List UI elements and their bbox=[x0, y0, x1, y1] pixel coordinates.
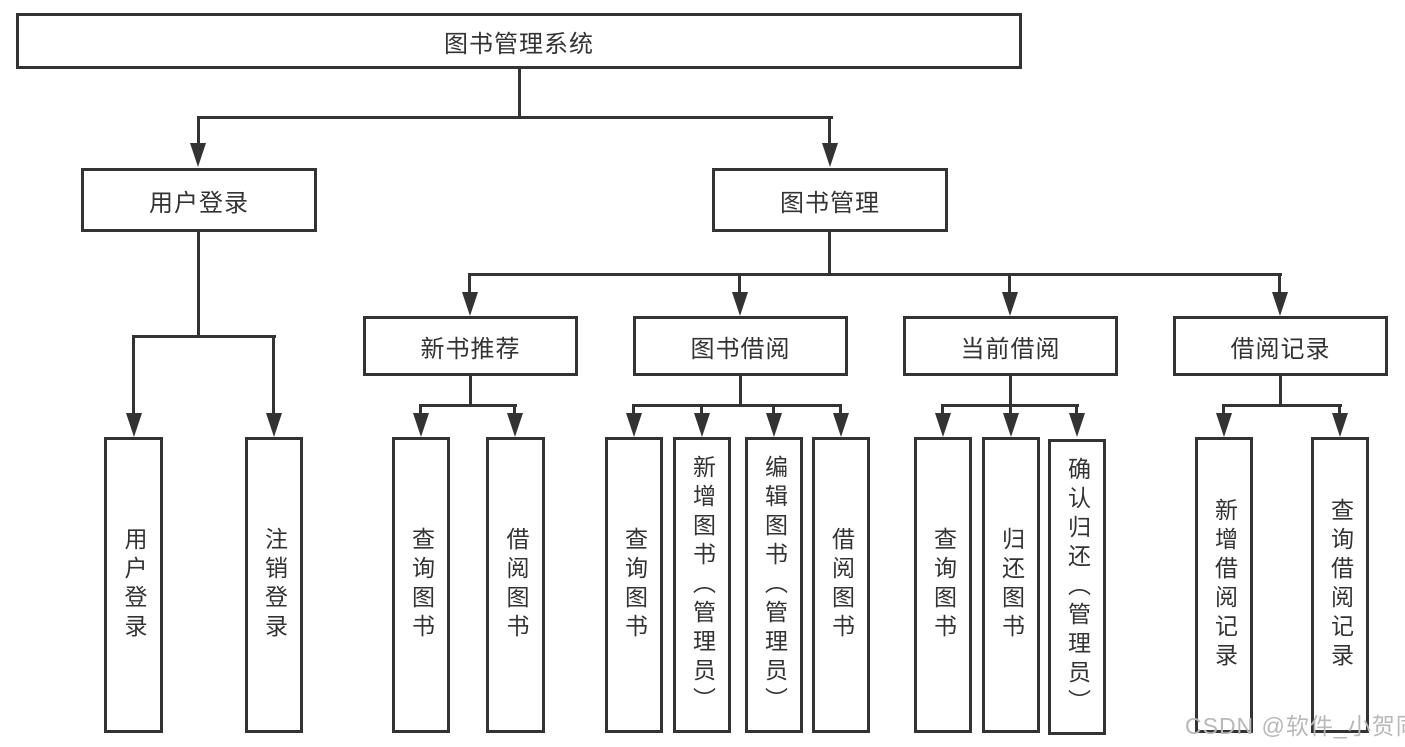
node-book-borrowing: 图书借阅 bbox=[633, 316, 848, 376]
leaf-label: 归还图书 bbox=[998, 527, 1025, 643]
leaf-current-confirm-return-admin: 确认归还（管理员） bbox=[1048, 439, 1106, 735]
node-new-book-recommend: 新书推荐 bbox=[363, 316, 578, 376]
node-root: 图书管理系统 bbox=[16, 13, 1022, 69]
connector-drop bbox=[1009, 404, 1012, 417]
connector-drop bbox=[419, 404, 422, 417]
node-borrow-records: 借阅记录 bbox=[1173, 316, 1388, 376]
connector-records-stem bbox=[1279, 376, 1282, 406]
leaf-borrow-add-books-admin: 新增图书（管理员） bbox=[673, 437, 731, 733]
leaf-borrow-query-books: 查询图书 bbox=[605, 437, 663, 733]
leaf-label: 查询借阅记录 bbox=[1327, 498, 1354, 672]
leaf-records-add-record: 新增借阅记录 bbox=[1195, 437, 1253, 733]
leaf-borrow-edit-books-admin: 编辑图书（管理员） bbox=[745, 437, 803, 733]
leaf-current-query-books: 查询图书 bbox=[914, 437, 972, 733]
arrow-down-icon bbox=[413, 413, 429, 437]
connector-newbook-stem bbox=[469, 376, 472, 406]
leaf-label: 借阅图书 bbox=[828, 527, 855, 643]
connector-drop bbox=[132, 335, 135, 417]
connector-drop bbox=[1278, 273, 1281, 296]
leaf-newbook-query-books: 查询图书 bbox=[392, 437, 450, 733]
leaf-label: 确认归还（管理员） bbox=[1064, 456, 1091, 718]
node-user-login: 用户登录 bbox=[81, 168, 317, 232]
arrow-down-icon bbox=[822, 143, 838, 167]
leaf-label: 注销登录 bbox=[261, 527, 288, 643]
arrow-down-icon bbox=[1002, 292, 1018, 316]
arrow-down-icon bbox=[935, 413, 951, 437]
connector-userlogin-rail bbox=[132, 335, 276, 338]
node-label: 借阅记录 bbox=[1230, 335, 1331, 363]
leaf-label: 查询图书 bbox=[408, 527, 435, 643]
leaf-label: 新增图书（管理员） bbox=[689, 454, 716, 716]
watermark: CSDN @软件_小贺同学 bbox=[1185, 713, 1405, 739]
arrow-down-icon bbox=[190, 143, 206, 167]
leaf-label: 借阅图书 bbox=[503, 527, 529, 643]
node-current-borrowing: 当前借阅 bbox=[903, 316, 1118, 376]
connector-drop bbox=[272, 335, 275, 417]
connector-drop bbox=[632, 404, 635, 417]
arrow-down-icon bbox=[626, 413, 642, 437]
arrow-down-icon bbox=[462, 292, 478, 316]
node-root-label: 图书管理系统 bbox=[444, 30, 594, 58]
node-book-management: 图书管理 bbox=[712, 168, 948, 232]
connector-root-rail bbox=[197, 116, 833, 119]
leaf-label: 查询图书 bbox=[621, 527, 648, 643]
connector-drop bbox=[1075, 404, 1078, 417]
connector-drop bbox=[197, 116, 200, 147]
arrow-down-icon bbox=[1003, 413, 1019, 437]
connector-drop bbox=[513, 404, 516, 417]
arrow-down-icon bbox=[126, 413, 142, 437]
leaf-current-return-books: 归还图书 bbox=[982, 437, 1040, 733]
connector-root-stem bbox=[518, 69, 521, 118]
arrow-down-icon bbox=[1069, 413, 1085, 437]
connector-drop bbox=[468, 273, 471, 296]
arrow-down-icon bbox=[694, 413, 710, 437]
connector-userlogin-stem bbox=[197, 232, 200, 337]
leaf-label: 用户登录 bbox=[121, 527, 147, 643]
node-label: 图书管理 bbox=[780, 189, 880, 217]
leaf-newbook-borrow-books: 借阅图书 bbox=[486, 437, 545, 733]
leaf-label: 新增借阅记录 bbox=[1211, 498, 1238, 672]
arrow-down-icon bbox=[1216, 413, 1232, 437]
connector-drop bbox=[1338, 404, 1341, 417]
arrow-down-icon bbox=[833, 413, 849, 437]
node-label: 新书推荐 bbox=[420, 335, 521, 363]
connector-current-stem bbox=[1009, 376, 1012, 406]
connector-records-rail bbox=[1223, 404, 1342, 407]
leaf-logout: 注销登录 bbox=[245, 437, 303, 733]
leaf-user-login: 用户登录 bbox=[104, 437, 163, 733]
arrow-down-icon bbox=[732, 292, 748, 316]
leaf-borrow-borrow-books: 借阅图书 bbox=[812, 437, 870, 733]
arrow-down-icon bbox=[266, 413, 282, 437]
arrow-down-icon bbox=[507, 413, 523, 437]
arrow-down-icon bbox=[1332, 413, 1348, 437]
leaf-records-query-record: 查询借阅记录 bbox=[1311, 437, 1369, 733]
node-label: 图书借阅 bbox=[690, 335, 791, 363]
arrow-down-icon bbox=[766, 413, 782, 437]
connector-drop bbox=[738, 273, 741, 296]
connector-drop bbox=[1008, 273, 1011, 296]
leaf-label: 编辑图书（管理员） bbox=[761, 454, 788, 716]
connector-drop bbox=[700, 404, 703, 417]
node-label: 当前借阅 bbox=[960, 335, 1061, 363]
connector-drop bbox=[1222, 404, 1225, 417]
connector-drop bbox=[828, 116, 831, 147]
connector-bookmgmt-rail bbox=[469, 273, 1282, 276]
connector-drop bbox=[839, 404, 842, 417]
connector-borrow-rail bbox=[633, 404, 842, 407]
connector-bookmgmt-stem bbox=[828, 232, 831, 276]
connector-drop bbox=[772, 404, 775, 417]
leaf-label: 查询图书 bbox=[930, 527, 957, 643]
connector-drop bbox=[941, 404, 944, 417]
arrow-down-icon bbox=[1272, 292, 1288, 316]
connector-borrow-stem bbox=[739, 376, 742, 406]
connector-newbook-rail bbox=[420, 404, 517, 407]
node-label: 用户登录 bbox=[149, 189, 249, 217]
